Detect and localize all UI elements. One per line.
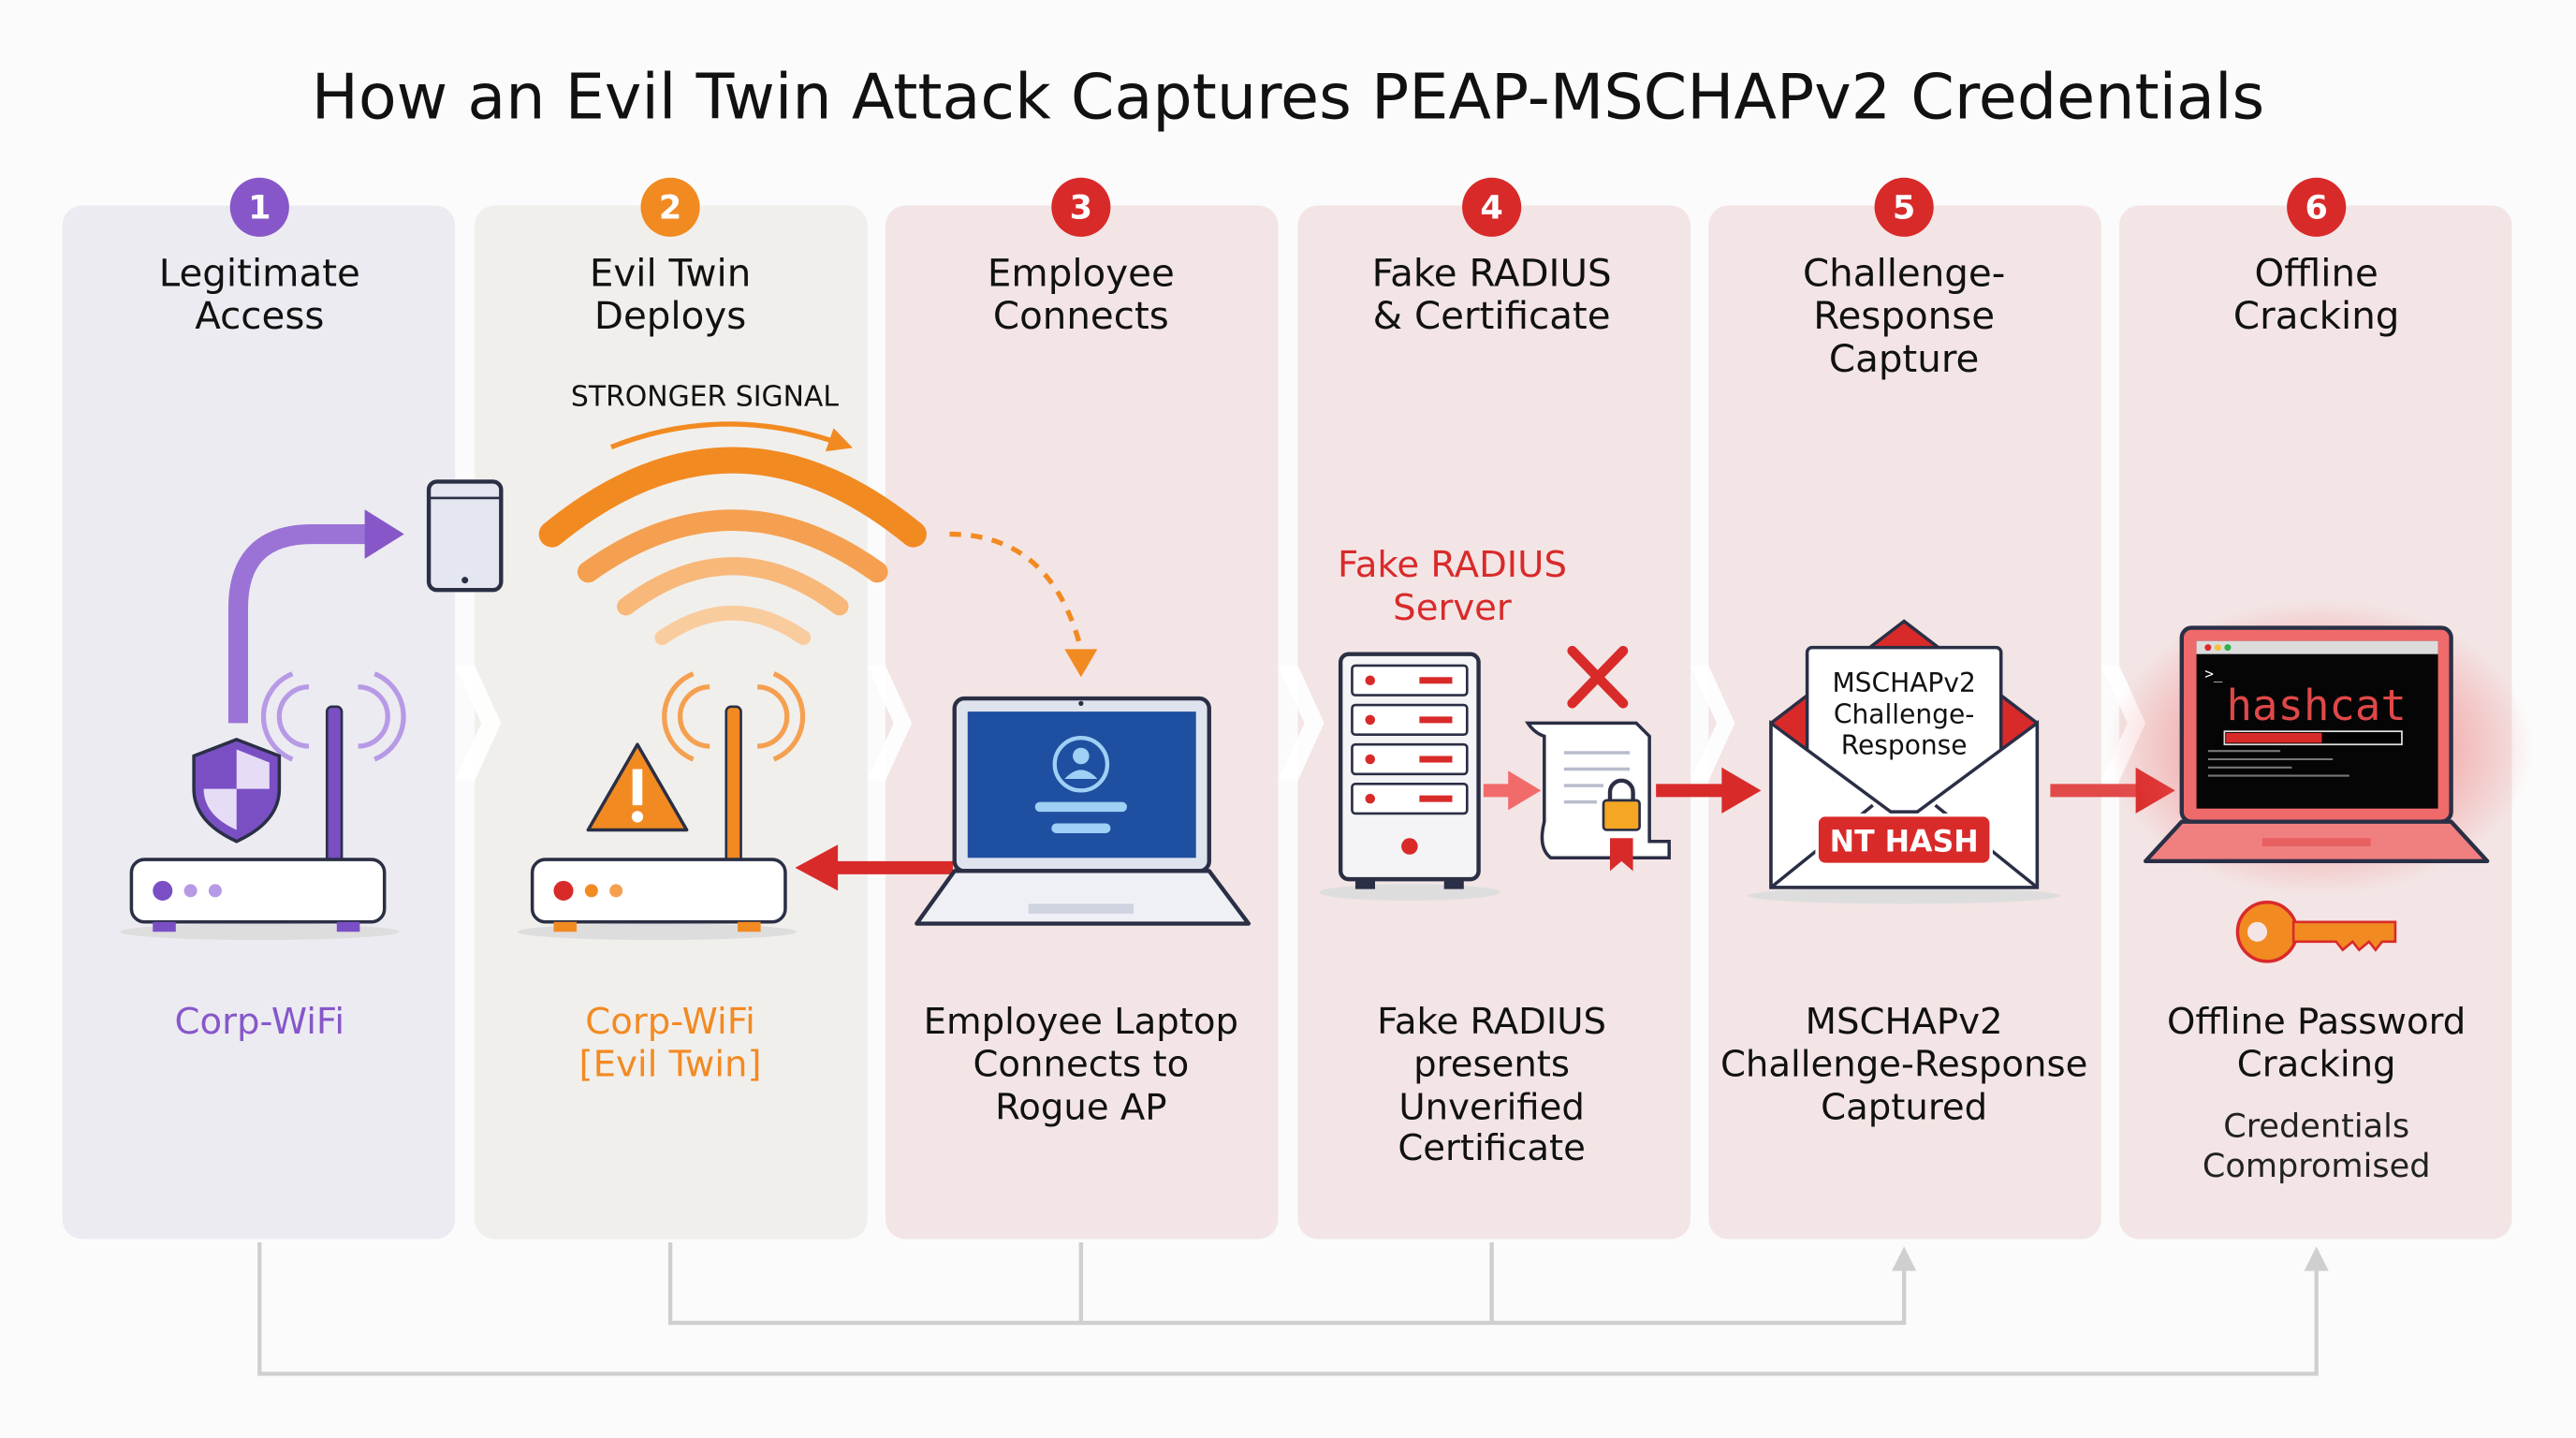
x-icon bbox=[1567, 645, 1629, 709]
fake-radius-server-label: Server bbox=[1393, 587, 1512, 629]
step-label: MSCHAPv2 bbox=[1806, 1001, 2003, 1043]
stronger-signal-label: STRONGER SIGNAL bbox=[571, 381, 839, 414]
step-title: Capture bbox=[1829, 337, 1979, 381]
step-label: presents bbox=[1413, 1044, 1570, 1086]
step-numbers: 1 2 3 4 5 6 bbox=[229, 177, 2347, 237]
step-label: Corp-WiFi bbox=[175, 1001, 345, 1043]
user-icon bbox=[1034, 735, 1127, 833]
page-title: How an Evil Twin Attack Captures PEAP-MS… bbox=[312, 61, 2265, 134]
chevron-icon bbox=[455, 665, 502, 781]
warning-icon bbox=[586, 742, 689, 832]
step-label: Rogue AP bbox=[995, 1086, 1166, 1128]
certificate-icon bbox=[1524, 721, 1671, 872]
step-label: Employee Laptop bbox=[924, 1001, 1238, 1043]
step-label: Captured bbox=[1821, 1086, 1987, 1128]
connector-line bbox=[667, 1242, 1917, 1326]
step-title: Connects bbox=[993, 294, 1169, 338]
step-title: Offline bbox=[2254, 252, 2378, 296]
chevron-icon bbox=[867, 665, 913, 781]
step-6-illustration: >_ hashcat Offline Password Cracking Cre… bbox=[2106, 599, 2534, 1185]
step-5-illustration: MSCHAPv2 Challenge- Response NT HASH MSC… bbox=[1656, 619, 2175, 1128]
key-icon bbox=[2235, 900, 2397, 963]
router-icon bbox=[517, 858, 798, 941]
envelope-text: MSCHAPv2 bbox=[1832, 668, 1975, 698]
step-titles: Legitimate Access Evil Twin Deploys Empl… bbox=[159, 252, 2400, 381]
step-2-illustration: STRONGER SIGNAL Corp-WiFi [Evil Twin] bbox=[517, 381, 1098, 1086]
step-label: Corp-WiFi bbox=[585, 1001, 755, 1043]
step-label: [Evil Twin] bbox=[579, 1044, 762, 1086]
step-label: Offline Password bbox=[2167, 1001, 2466, 1043]
step-number: 5 bbox=[1893, 189, 1915, 227]
antenna-icon bbox=[260, 671, 406, 864]
step-sublabel: Compromised bbox=[2203, 1147, 2431, 1185]
step-title: Response bbox=[1813, 294, 1995, 338]
chevron-icon bbox=[1690, 665, 1735, 781]
router-icon bbox=[120, 858, 400, 941]
svg-text:>_: >_ bbox=[2204, 665, 2223, 682]
step-sublabel: Credentials bbox=[2223, 1108, 2409, 1146]
tablet-icon bbox=[426, 479, 504, 593]
step-number: 2 bbox=[659, 189, 681, 227]
step-title: & Certificate bbox=[1373, 294, 1611, 338]
envelope-icon: MSCHAPv2 Challenge- Response NT HASH bbox=[1748, 619, 2060, 904]
step-title: Legitimate bbox=[159, 252, 360, 296]
step-label: Connects to bbox=[973, 1044, 1189, 1086]
step-title: Cracking bbox=[2233, 294, 2399, 338]
step-number: 1 bbox=[248, 189, 271, 227]
cracking-progress-fill bbox=[2226, 732, 2322, 743]
lock-icon bbox=[1602, 778, 1641, 831]
bottom-connectors bbox=[257, 1242, 2329, 1376]
step-title: Fake RADIUS bbox=[1372, 252, 1612, 296]
step-4-illustration: Fake RADIUS Server Fake RADIUS bbox=[1319, 544, 1671, 1169]
chevron-icon bbox=[1278, 665, 1325, 781]
step-1-illustration: Corp-WiFi bbox=[120, 479, 504, 1043]
connector-line bbox=[257, 1242, 2329, 1376]
panel-4 bbox=[1297, 205, 1690, 1240]
step-number: 3 bbox=[1070, 189, 1092, 227]
laptop-icon: >_ hashcat bbox=[2143, 625, 2490, 864]
step-label: Challenge-Response bbox=[1720, 1044, 2087, 1086]
step-label: Fake RADIUS bbox=[1377, 1001, 1606, 1043]
envelope-text: Response bbox=[1841, 730, 1968, 761]
terminal-hashcat-text: hashcat bbox=[2227, 681, 2407, 730]
step-title: Access bbox=[195, 294, 324, 338]
step-title: Challenge- bbox=[1803, 252, 2005, 296]
step-label: Certificate bbox=[1398, 1127, 1586, 1169]
step-number: 6 bbox=[2305, 189, 2327, 227]
step-3-illustration: Employee Laptop Connects to Rogue AP bbox=[795, 696, 1251, 1128]
step-title: Deploys bbox=[594, 294, 746, 338]
nt-hash-badge: NT HASH bbox=[1830, 825, 1979, 858]
step-title: Evil Twin bbox=[590, 252, 751, 296]
panel-1 bbox=[62, 205, 456, 1240]
wifi-signal-icon bbox=[538, 447, 927, 646]
step-label: Cracking bbox=[2237, 1044, 2396, 1086]
server-icon bbox=[1319, 652, 1500, 901]
envelope-text: Challenge- bbox=[1834, 698, 1975, 729]
step-title: Employee bbox=[988, 252, 1175, 296]
laptop-icon bbox=[915, 696, 1251, 926]
curved-arrow-icon bbox=[227, 524, 370, 724]
step-label: Unverified bbox=[1398, 1086, 1585, 1128]
step-number: 4 bbox=[1480, 189, 1502, 227]
fake-radius-server-label: Fake RADIUS bbox=[1338, 544, 1567, 586]
